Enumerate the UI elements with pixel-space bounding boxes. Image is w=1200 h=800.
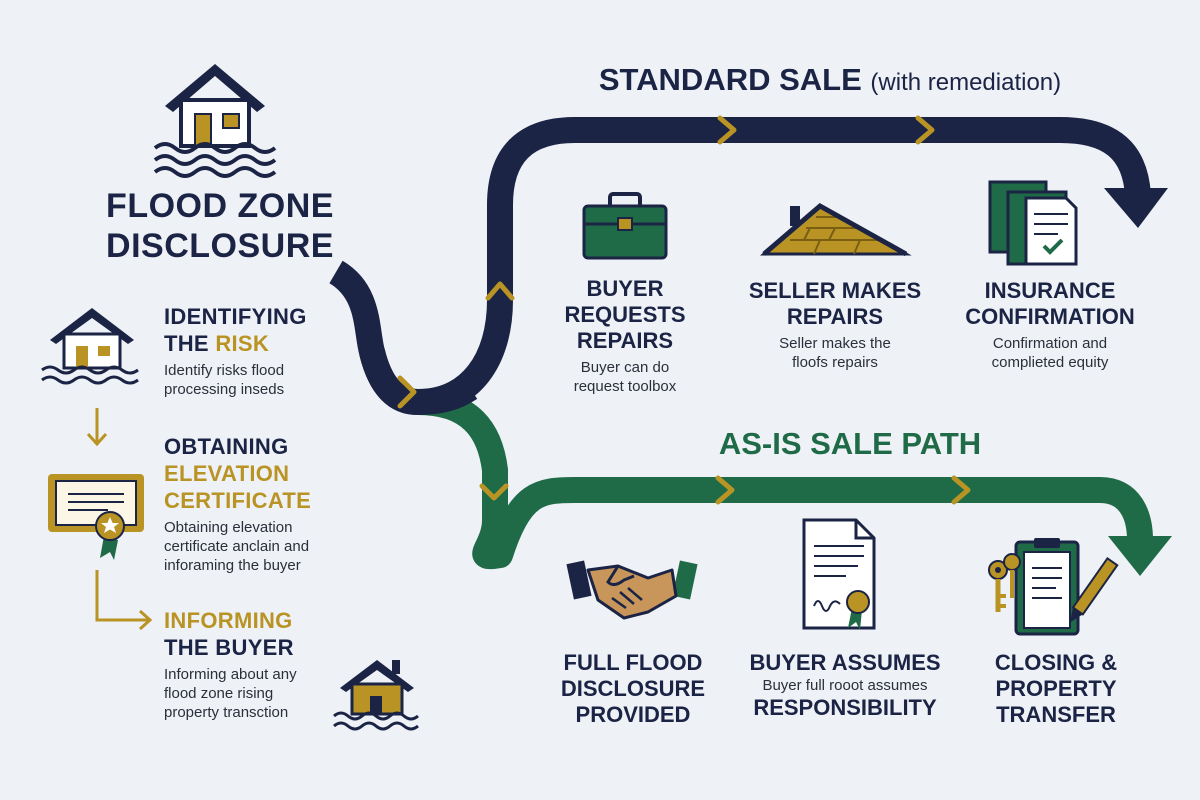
- card-buyer-assumes-head2: RESPONSIBILITY: [753, 695, 937, 720]
- card-buyer-requests-head3: REPAIRS: [576, 328, 674, 353]
- handshake-icon: [566, 560, 698, 620]
- step-identifying-desc2: processing inseds: [164, 381, 285, 398]
- card-seller-repairs-desc1: Seller makes the: [779, 335, 891, 352]
- page-title-line1: FLOOD ZONE: [106, 187, 334, 225]
- step-obtaining-head2: ELEVATION: [164, 461, 290, 486]
- card-buyer-requests-desc2: request toolbox: [573, 378, 677, 395]
- standard-sale-title-main: STANDARD SALE: [598, 62, 862, 97]
- step-informing-desc1: Informing about any: [164, 666, 297, 683]
- card-buyer-assumes: BUYER ASSUMES Buyer full rooot assumes R…: [740, 650, 950, 721]
- step-identifying: IDENTIFYING THE RISK Identify risks floo…: [164, 303, 354, 399]
- standard-sale-path: [328, 117, 1151, 415]
- toolbox-icon: [582, 192, 668, 260]
- step-obtaining-head3: CERTIFICATE: [164, 488, 312, 513]
- step-obtaining-desc3: inforaming the buyer: [164, 557, 301, 574]
- keys-clipboard-icon: [988, 538, 1119, 636]
- card-full-disclosure-head3: PROVIDED: [575, 702, 691, 727]
- card-full-disclosure-head1: FULL FLOOD: [563, 650, 703, 675]
- card-closing-head3: TRANSFER: [996, 702, 1116, 727]
- step-identifying-desc1: Identify risks flood: [164, 362, 285, 379]
- step-identifying-head2: THE: [164, 331, 216, 356]
- asis-sale-title: AS-IS SALE PATH: [718, 426, 982, 461]
- card-buyer-assumes-desc1: Buyer full rooot assumes: [762, 677, 928, 694]
- step-obtaining-desc1: Obtaining elevation: [164, 519, 293, 536]
- step-identifying-head1: IDENTIFYING: [164, 304, 307, 329]
- standard-sale-subtitle: (with remediation): [870, 69, 1062, 96]
- page-title: FLOOD ZONE DISCLOSURE: [90, 186, 350, 266]
- card-buyer-requests-desc1: Buyer can do: [580, 359, 670, 376]
- card-insurance-desc2: complieted equity: [991, 354, 1109, 371]
- documents-icon: [988, 180, 1078, 266]
- card-seller-repairs-head1: SELLER MAKES: [748, 278, 922, 303]
- card-buyer-requests-head1: BUYER: [586, 276, 664, 301]
- asis-arrowhead: [1108, 536, 1172, 576]
- elevation-certificate-icon: [48, 474, 144, 560]
- card-insurance-head1: INSURANCE: [984, 278, 1116, 303]
- card-insurance-head2: CONFIRMATION: [965, 304, 1135, 329]
- flooded-house-small-icon: [41, 308, 139, 385]
- arrow-down-icon: [86, 408, 108, 447]
- arrow-right-bent-icon: [95, 570, 153, 631]
- chevron-markers: [397, 115, 971, 505]
- step-informing-head2: THE BUYER: [164, 635, 294, 660]
- standard-sale-title: STANDARD SALE (with remediation): [520, 62, 1140, 101]
- page-title-line2: DISCLOSURE: [106, 227, 334, 265]
- step-informing: INFORMING THE BUYER Informing about any …: [164, 607, 354, 722]
- step-informing-desc3: property transction: [164, 704, 289, 721]
- roof-icon: [759, 202, 912, 257]
- card-seller-repairs-desc2: floofs repairs: [792, 354, 878, 371]
- card-buyer-requests: BUYER REQUESTS REPAIRS Buyer can do requ…: [545, 276, 705, 396]
- card-seller-repairs-head2: REPAIRS: [786, 304, 884, 329]
- flooded-house-icon: [153, 64, 277, 178]
- step-obtaining: OBTAINING ELEVATION CERTIFICATE Obtainin…: [164, 433, 364, 575]
- card-closing: CLOSING & PROPERTY TRANSFER: [966, 650, 1146, 728]
- step-obtaining-head1: OBTAINING: [164, 434, 289, 459]
- asis-sale-path: [417, 389, 1153, 569]
- card-closing-head2: PROPERTY: [995, 676, 1117, 701]
- step-informing-head1: INFORMING: [164, 608, 293, 633]
- step-identifying-head2-gold: RISK: [215, 331, 270, 356]
- card-full-disclosure-head2: DISCLOSURE: [560, 676, 706, 701]
- card-full-disclosure: FULL FLOOD DISCLOSURE PROVIDED: [548, 650, 718, 728]
- card-closing-head1: CLOSING &: [994, 650, 1118, 675]
- certificate-document-icon: [802, 518, 876, 630]
- card-insurance-desc1: Confirmation and: [992, 335, 1108, 352]
- step-informing-desc2: flood zone rising: [164, 685, 274, 702]
- card-buyer-requests-head2: REQUESTS: [564, 302, 686, 327]
- standard-arrowhead: [1104, 188, 1168, 228]
- card-buyer-assumes-head1: BUYER ASSUMES: [749, 650, 941, 675]
- step-obtaining-desc2: certificate anclain and: [164, 538, 310, 555]
- card-insurance: INSURANCE CONFIRMATION Confirmation and …: [950, 278, 1150, 372]
- card-seller-repairs: SELLER MAKES REPAIRS Seller makes the fl…: [740, 278, 930, 372]
- flooded-house-bottom-icon: [333, 660, 419, 731]
